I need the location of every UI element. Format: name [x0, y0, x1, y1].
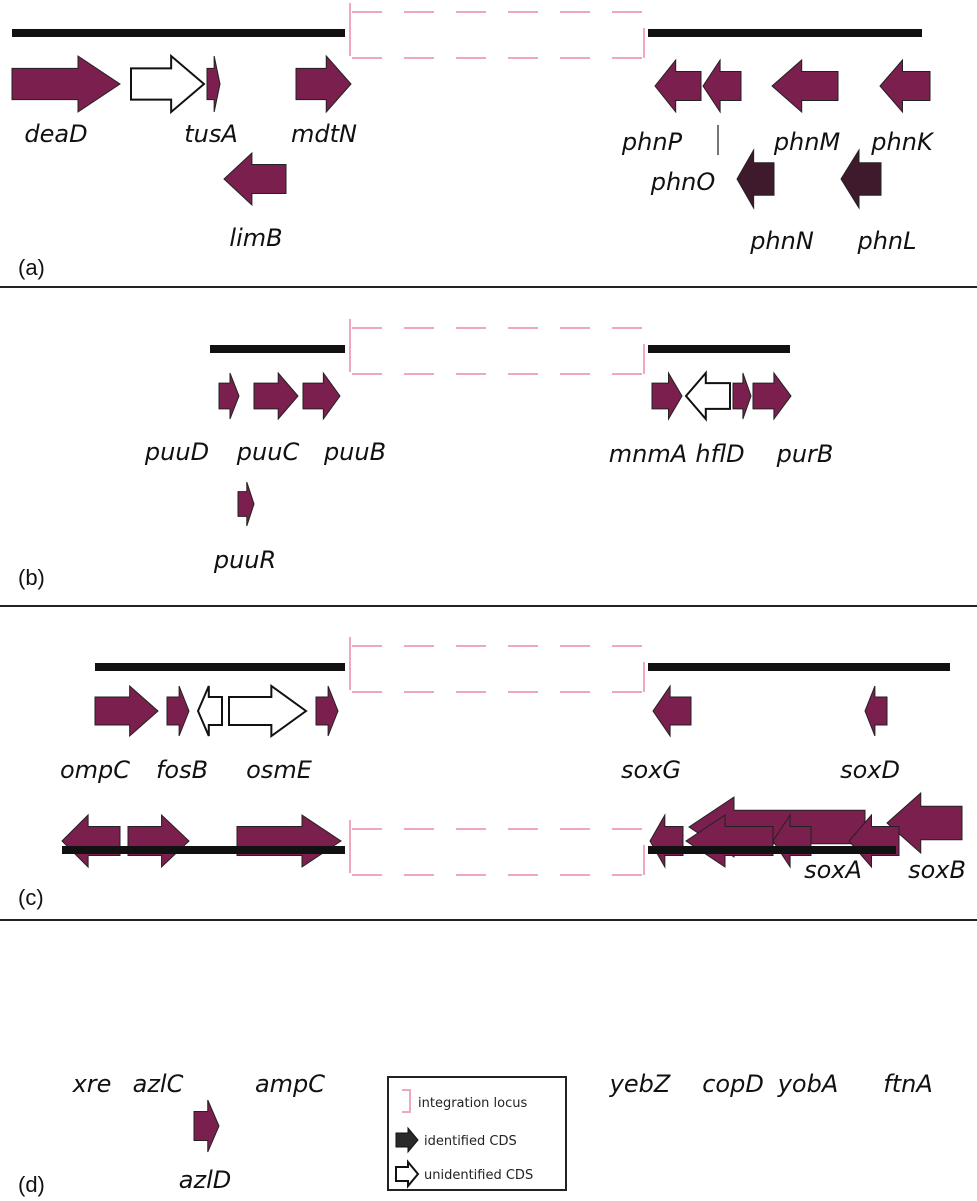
gene-arrow-fosB: [166, 685, 190, 737]
gene-label-hflD: hflD: [695, 440, 744, 468]
gene-label-limB: limB: [229, 224, 282, 252]
legend-integration-locus: integration locus: [418, 1096, 527, 1111]
gene-label-ftnA: ftnA: [883, 1070, 933, 1098]
gene-label-phnM: phnM: [773, 128, 841, 156]
gene-arrow-ampC: [236, 814, 342, 868]
integration-locus-marker: [349, 637, 645, 693]
panel-label: (d): [18, 1172, 45, 1197]
gene-arrow-puuD: [218, 372, 240, 420]
gene-arrow-puuR: [237, 481, 255, 527]
gene-arrow-mdtN: [295, 54, 352, 114]
gene-arrow-xre: [61, 813, 121, 869]
gene-arrow-phnL: [840, 148, 882, 210]
panel-label: (b): [18, 565, 45, 590]
gene-label-azlC: azlC: [133, 1070, 184, 1098]
gene-label-yobA: yobA: [777, 1070, 839, 1098]
gene-label-soxG: soxG: [621, 756, 681, 784]
gene-arrow-puuC: [253, 371, 299, 421]
gene-arrow-puuB: [302, 371, 341, 421]
gene-arrow-osmE: [228, 684, 308, 738]
gene-label-phnN: phnN: [749, 227, 814, 255]
panel-b: puuD puuC puuB puuR mnmA hflD purB: [144, 370, 834, 574]
panel-label: (a): [18, 255, 45, 280]
integration-locus-marker: [349, 3, 645, 59]
gene-label-ompC: ompC: [60, 756, 130, 784]
gene-label-phnL: phnL: [856, 227, 916, 255]
gene-arrow-ompC: [94, 684, 159, 738]
gene-arrow-phnO: [702, 58, 742, 114]
gene-arrow-azlC: [127, 813, 190, 869]
legend-locus-symbol: [402, 1089, 411, 1113]
gene-label-puuD: puuD: [144, 438, 209, 466]
gene-arrow-unnamed: [732, 372, 752, 420]
gene-label-puuR: puuR: [213, 546, 276, 574]
gene-label-soxD: soxD: [840, 756, 900, 784]
legend-unidentified-symbol: [395, 1159, 420, 1189]
panel-label: (c): [18, 885, 44, 910]
integration-locus-marker: [349, 319, 645, 375]
legend-unidentified-cds: unidentified CDS: [424, 1168, 533, 1183]
gene-label-ampC: ampC: [255, 1070, 325, 1098]
gene-arrow-azlD: [193, 1099, 220, 1153]
gene-arrow-unnamed: [130, 53, 206, 115]
gene-label-copD: copD: [702, 1070, 764, 1098]
gene-arrow-deaD: [11, 55, 121, 113]
gene-label-puuC: puuC: [236, 438, 300, 466]
gene-label-azlD: azlD: [179, 1166, 231, 1194]
gene-arrow-phnK: [879, 58, 931, 114]
gene-label-deaD: deaD: [24, 120, 87, 148]
gene-label-tusA: tusA: [184, 120, 238, 148]
integration-locus-marker: [349, 820, 645, 876]
gene-arrow-mnmA: [651, 371, 683, 421]
gene-label-yebZ: yebZ: [609, 1070, 671, 1098]
legend-identified-cds: identified CDS: [424, 1134, 517, 1149]
gene-arrow-hflD: [684, 370, 731, 422]
gene-label-phnO: phnO: [650, 168, 716, 196]
gene-label-mnmA: mnmA: [609, 440, 687, 468]
gene-label-mdtN: mdtN: [291, 120, 357, 148]
gene-label-purB: purB: [776, 440, 834, 468]
gene-arrow-soxG: [652, 684, 692, 738]
gene-arrow-phnM: [771, 58, 839, 114]
gene-label-soxA: soxA: [804, 856, 862, 884]
gene-arrow-soxB: [886, 791, 963, 855]
gene-label-soxB: soxB: [908, 856, 966, 884]
gene-arrow-phnN: [736, 148, 775, 210]
gene-arrow-yebZ: [649, 813, 684, 869]
gene-label-puuB: puuB: [323, 438, 386, 466]
gene-arrow-purB: [752, 371, 792, 421]
gene-label-xre: xre: [72, 1070, 112, 1098]
gene-arrow-tusA: [206, 55, 221, 113]
gene-arrow-soxD: [864, 685, 888, 737]
legend: integration locus identified CDS unidentif…: [387, 1076, 567, 1191]
gene-arrow-limB: [223, 151, 287, 207]
legend-identified-symbol: [395, 1126, 419, 1154]
gene-label-phnK: phnK: [870, 128, 935, 156]
gene-label-fosB: fosB: [156, 756, 208, 784]
gene-label-phnP: phnP: [621, 128, 683, 156]
panel-a: deaD tusA mdtN limB phnP phnO phnM phnK phnN phnL: [11, 53, 935, 255]
gene-arrow-unnamed: [196, 685, 223, 737]
gene-arrow-phnP: [654, 58, 702, 114]
gene-label-osmE: osmE: [246, 756, 313, 784]
gene-arrow-unnamed: [315, 685, 339, 737]
legend-box: [387, 1076, 567, 1191]
panel-c: ompC fosB osmE soxG soxD soxA soxB: [60, 684, 966, 884]
